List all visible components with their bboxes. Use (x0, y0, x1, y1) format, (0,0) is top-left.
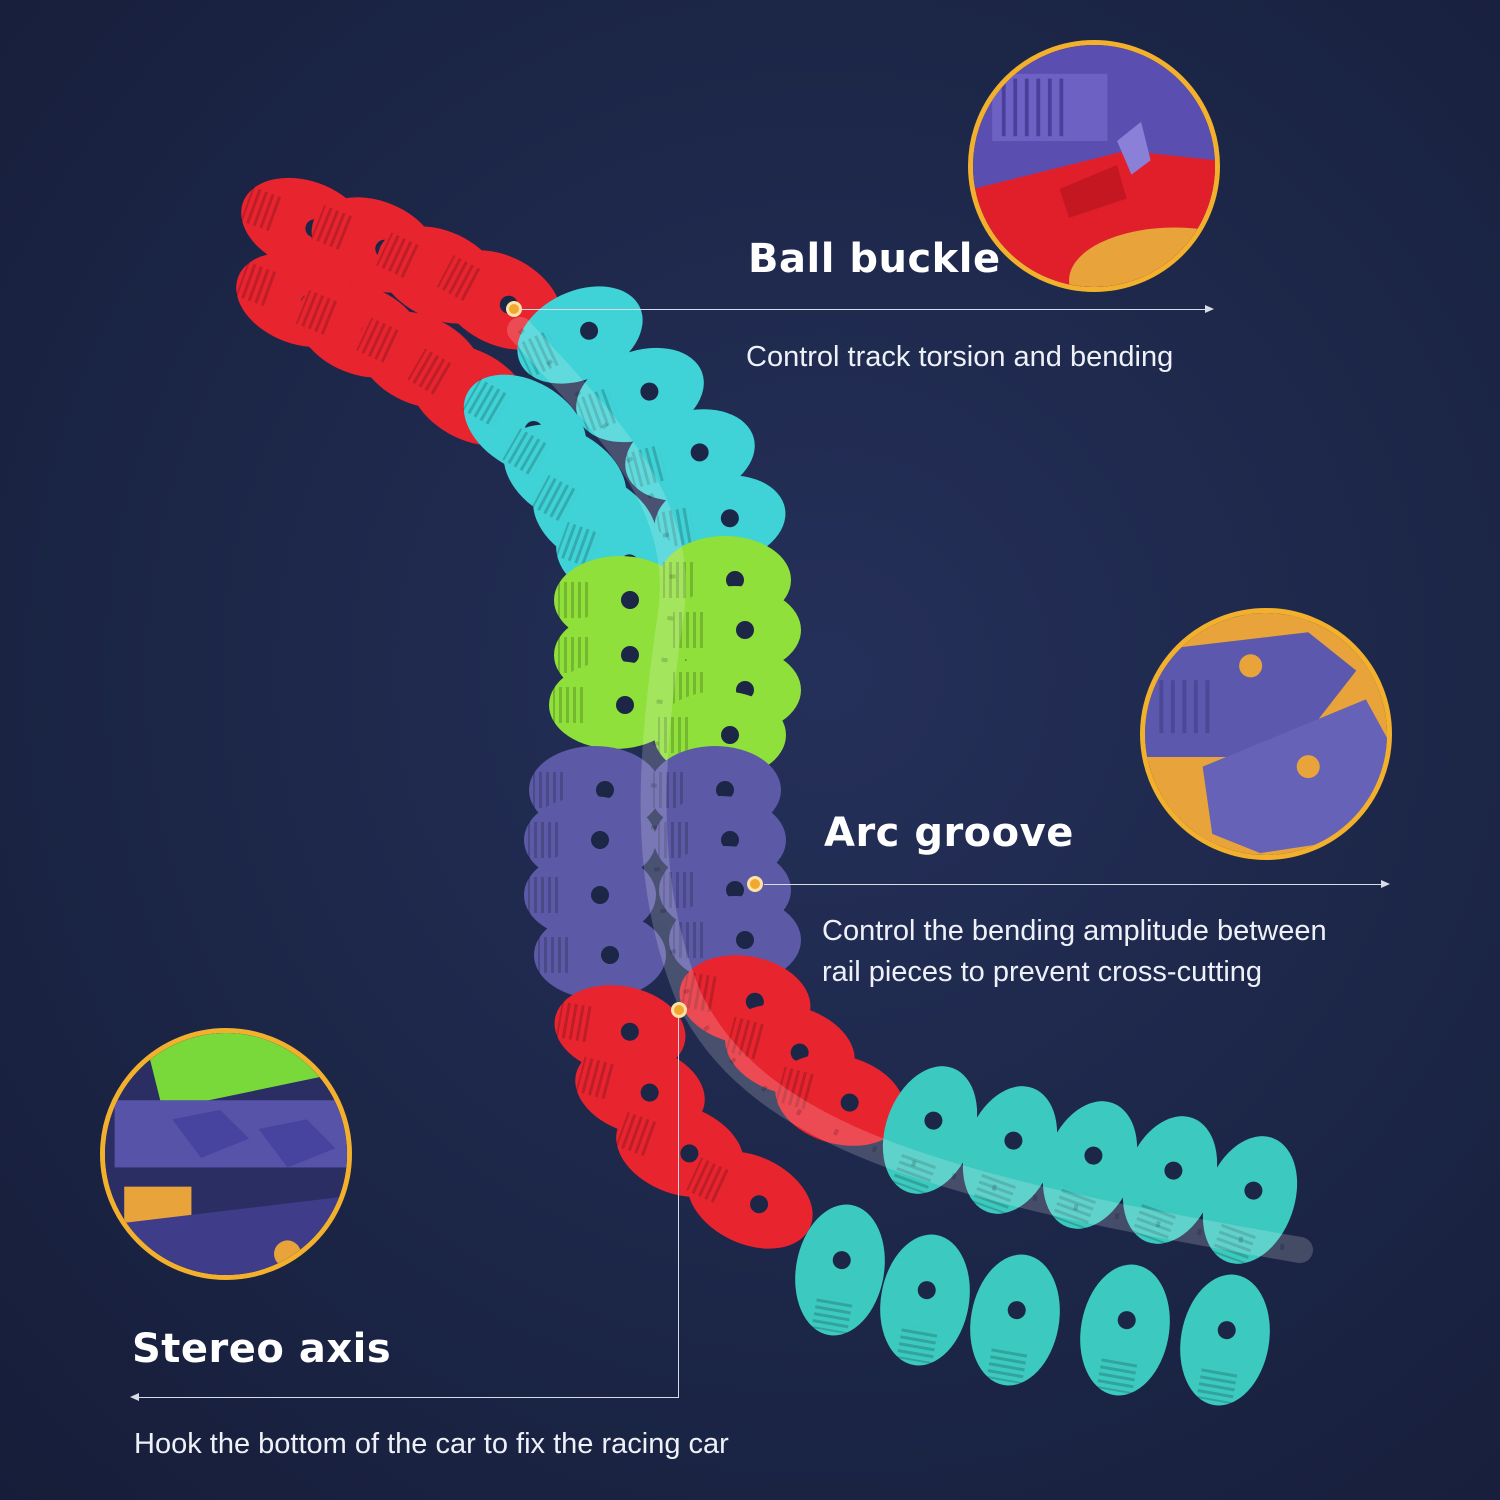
ball-buckle-description-line: Control track torsion and bending (746, 341, 1174, 373)
ball-buckle-leader-line (522, 309, 1206, 310)
zoom-stereo-axis-icon (100, 1028, 352, 1280)
stereo-axis-leader-horizontal (138, 1397, 679, 1398)
stereo-axis-title: Stereo axis (132, 1326, 392, 1372)
stereo-axis-marker (671, 1002, 687, 1018)
arc-groove-description-line-1: Control the bending amplitude between (822, 915, 1327, 947)
stereo-axis-leader-vertical (678, 1018, 679, 1398)
ball-buckle-title: Ball buckle (748, 236, 1001, 282)
arc-groove-title: Arc groove (824, 810, 1074, 856)
arc-groove-leader-line (764, 884, 1382, 885)
arc-groove-arrow (1381, 880, 1390, 888)
arc-groove-marker (747, 876, 763, 892)
ball-buckle-description: Control track torsion and bending (746, 337, 1173, 378)
stereo-axis-arrow (130, 1393, 139, 1401)
stereo-axis-description-line: Hook the bottom of the car to fix the ra… (134, 1428, 729, 1460)
arc-groove-description: Control the bending amplitude between ra… (822, 911, 1327, 993)
stereo-axis-description: Hook the bottom of the car to fix the ra… (134, 1424, 729, 1465)
ball-buckle-marker (506, 301, 522, 317)
ball-buckle-arrow (1205, 305, 1214, 313)
arc-groove-description-line-2: rail pieces to prevent cross-cutting (822, 956, 1263, 988)
zoom-ball-buckle-icon (968, 40, 1220, 292)
zoom-arc-groove-icon (1140, 608, 1392, 860)
